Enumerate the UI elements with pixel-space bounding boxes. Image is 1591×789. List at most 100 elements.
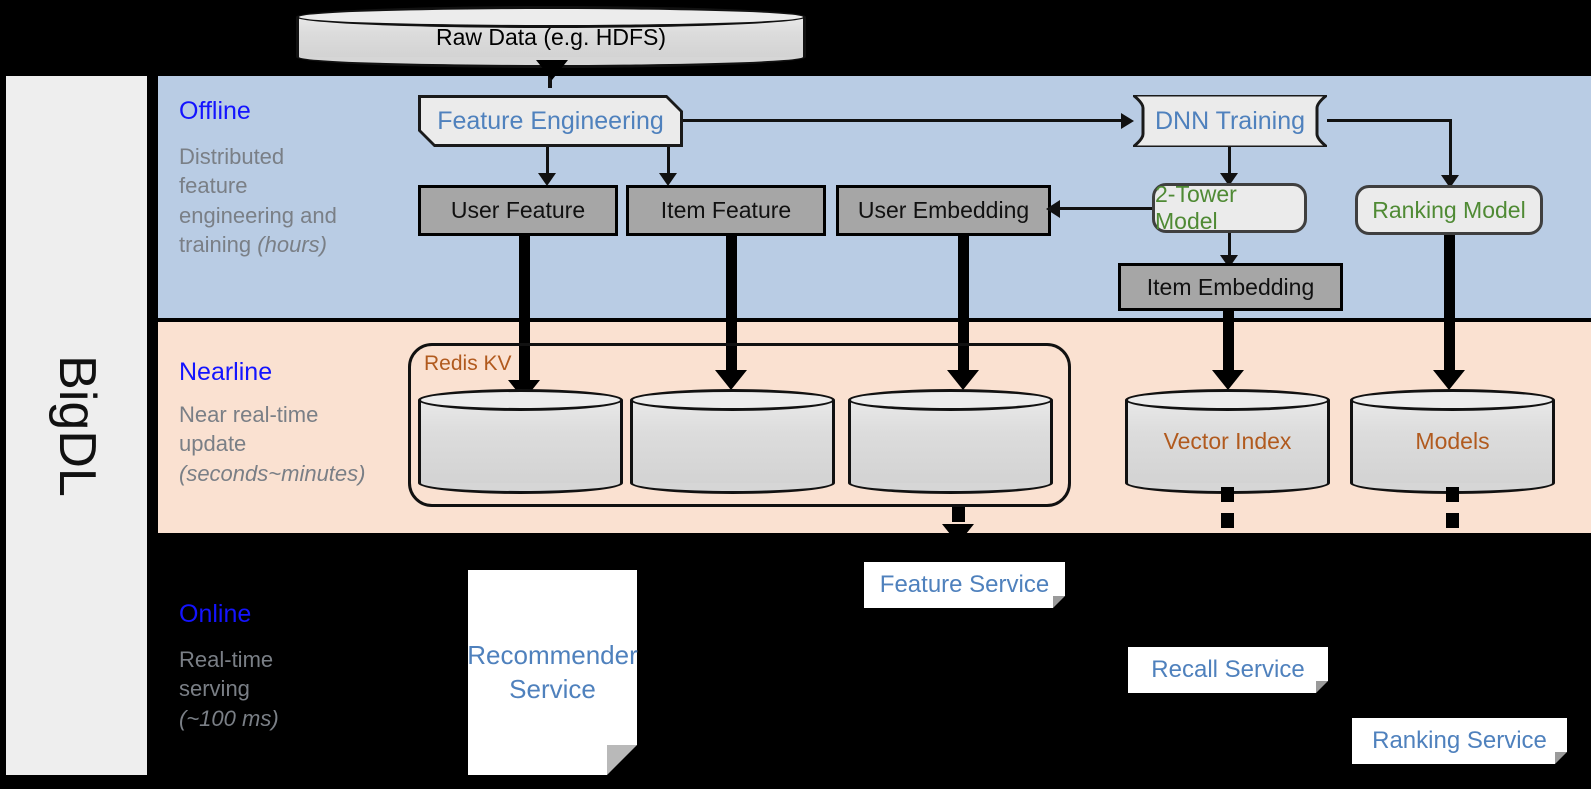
connector-fe-itemfeature (667, 147, 670, 177)
vector-index-label: Vector Index (1163, 428, 1292, 454)
online-description: Real-time serving (~100 ms) (179, 645, 404, 733)
connector-dnn-ranking-h (1327, 119, 1452, 122)
item-feature-label: Item Feature (660, 197, 792, 223)
ranking-service-node[interactable]: Ranking Service (1352, 718, 1567, 764)
recall-service-node[interactable]: Recall Service (1128, 647, 1328, 693)
dnn-training-node[interactable]: DNN Training (1133, 95, 1327, 147)
folded-corner-icon (607, 745, 637, 775)
dash-models-ranking-1 (1446, 487, 1459, 502)
item-feature-node[interactable]: Item Feature (626, 185, 826, 236)
two-tower-model-label: 2-Tower Model (1155, 181, 1237, 234)
arrowhead-itemfeature-store (715, 370, 747, 390)
user-feature-store-cylinder[interactable] (418, 389, 623, 494)
pipe-itemfeature-store (726, 236, 737, 381)
arrowhead-fe-dnn (1121, 113, 1134, 129)
arrowhead-itemembedding-vectorindex (1212, 370, 1244, 390)
cylinder-body (1125, 400, 1330, 483)
feature-service-label: Feature Service (879, 571, 1050, 598)
cylinder-top (848, 389, 1053, 411)
connector-dnn-ranking-v (1449, 119, 1452, 181)
arrowhead-redis-featureservice (942, 524, 974, 544)
offline-description: Distributed feature engineering and trai… (179, 142, 404, 259)
offline-desc-l1: Distributed (179, 144, 285, 169)
offline-desc-l3: engineering and (179, 202, 337, 228)
connector-twotower-itemembedding (1228, 233, 1231, 261)
recall-service-label: Recall Service (1151, 656, 1305, 683)
recommender-service-label-l2: Service (509, 673, 596, 704)
folded-corner-icon (1053, 596, 1065, 608)
two-tower-model-node[interactable]: 2-Tower Model (1152, 181, 1307, 234)
connector-dnn-twotower (1228, 147, 1231, 179)
arrowhead-rawdata-fe (536, 60, 568, 80)
feature-engineering-node[interactable]: Feature Engineering (418, 95, 683, 147)
recommender-service-label: Recommender Service (467, 639, 638, 707)
folded-corner-icon (1555, 752, 1567, 764)
dash-vectorindex-recall-1 (1221, 487, 1234, 502)
nearline-desc-italic: (seconds~minutes) (179, 460, 366, 486)
ranking-model-label: Ranking Model (1372, 196, 1526, 223)
models-label: Models (1415, 428, 1490, 454)
recommender-service-node[interactable]: Recommender Service (467, 570, 638, 775)
online-desc-l1: Real-time (179, 647, 274, 672)
dash-vectorindex-recall-2 (1221, 513, 1234, 528)
arrowhead-fe-userfeature (538, 173, 556, 186)
pipe-rankingmodel-models (1444, 235, 1455, 381)
arrowhead-rankingmodel-models (1433, 370, 1465, 390)
arrowhead-twotower-userembedding (1046, 200, 1060, 218)
user-embedding-store-label (848, 389, 1053, 494)
nearline-description: Near real-time update (seconds~minutes) (179, 400, 404, 488)
arrowhead-dnn-twotower (1220, 173, 1238, 186)
online-desc-italic: (~100 ms) (179, 705, 279, 731)
dash-redis-featureservice (952, 507, 965, 522)
cylinder-body (630, 400, 835, 483)
ranking-service-label: Ranking Service (1372, 727, 1547, 754)
dnn-training-shape (1133, 95, 1327, 147)
recommender-service-label-l1: Recommender (467, 639, 638, 670)
offline-desc-l4: training (179, 231, 258, 257)
vector-index-cylinder[interactable]: Vector Index (1125, 389, 1330, 494)
raw-data-cylinder: Raw Data (e.g. HDFS) (296, 6, 806, 68)
offline-desc-italic: (hours) (257, 231, 327, 257)
nearline-title: Nearline (179, 358, 273, 386)
arrowhead-userembedding-store (947, 370, 979, 390)
offline-desc-l2: feature (179, 173, 248, 199)
connector-twotower-userembedding (1055, 207, 1152, 210)
bigdl-framework-rail: BigDL (6, 76, 147, 775)
cylinder-body (418, 400, 623, 483)
item-embedding-node[interactable]: Item Embedding (1118, 263, 1343, 311)
user-embedding-store-cylinder[interactable] (848, 389, 1053, 494)
user-feature-store-label (418, 389, 623, 494)
offline-title: Offline (179, 97, 251, 125)
cylinder-body (848, 400, 1053, 483)
redis-kv-label: Redis KV (424, 352, 512, 375)
user-feature-node[interactable]: User Feature (418, 185, 618, 236)
raw-data-label: Raw Data (e.g. HDFS) (435, 23, 667, 50)
ranking-model-node[interactable]: Ranking Model (1355, 185, 1543, 235)
cylinder-top (630, 389, 835, 411)
online-title: Online (179, 600, 252, 628)
nearline-desc-l1: Near real-time (179, 402, 319, 427)
dash-models-ranking-2 (1446, 513, 1459, 528)
nearline-desc-l2: update (179, 431, 247, 457)
online-desc-l2: serving (179, 676, 250, 702)
user-embedding-node[interactable]: User Embedding (836, 185, 1051, 236)
redis-kv-container (408, 343, 1071, 507)
connector-fe-dnn (683, 119, 1123, 122)
cylinder-top (1125, 389, 1330, 411)
cylinder-top (296, 6, 806, 28)
item-feature-store-cylinder[interactable] (630, 389, 835, 494)
pipe-itemembedding-vectorindex (1223, 311, 1234, 381)
item-embedding-label: Item Embedding (1146, 273, 1315, 300)
models-cylinder[interactable]: Models (1350, 389, 1555, 494)
pipe-userfeature-store (519, 236, 530, 391)
bigdl-label: BigDL (47, 354, 106, 497)
feature-service-node[interactable]: Feature Service (864, 562, 1065, 608)
item-feature-store-label (630, 389, 835, 494)
user-feature-label: User Feature (450, 197, 586, 223)
cylinder-top (418, 389, 623, 411)
dnn-training-label: DNN Training (1154, 106, 1306, 135)
arrowhead-dnn-ranking (1441, 175, 1459, 188)
folded-corner-icon (1316, 681, 1328, 693)
user-embedding-label: User Embedding (857, 197, 1030, 223)
